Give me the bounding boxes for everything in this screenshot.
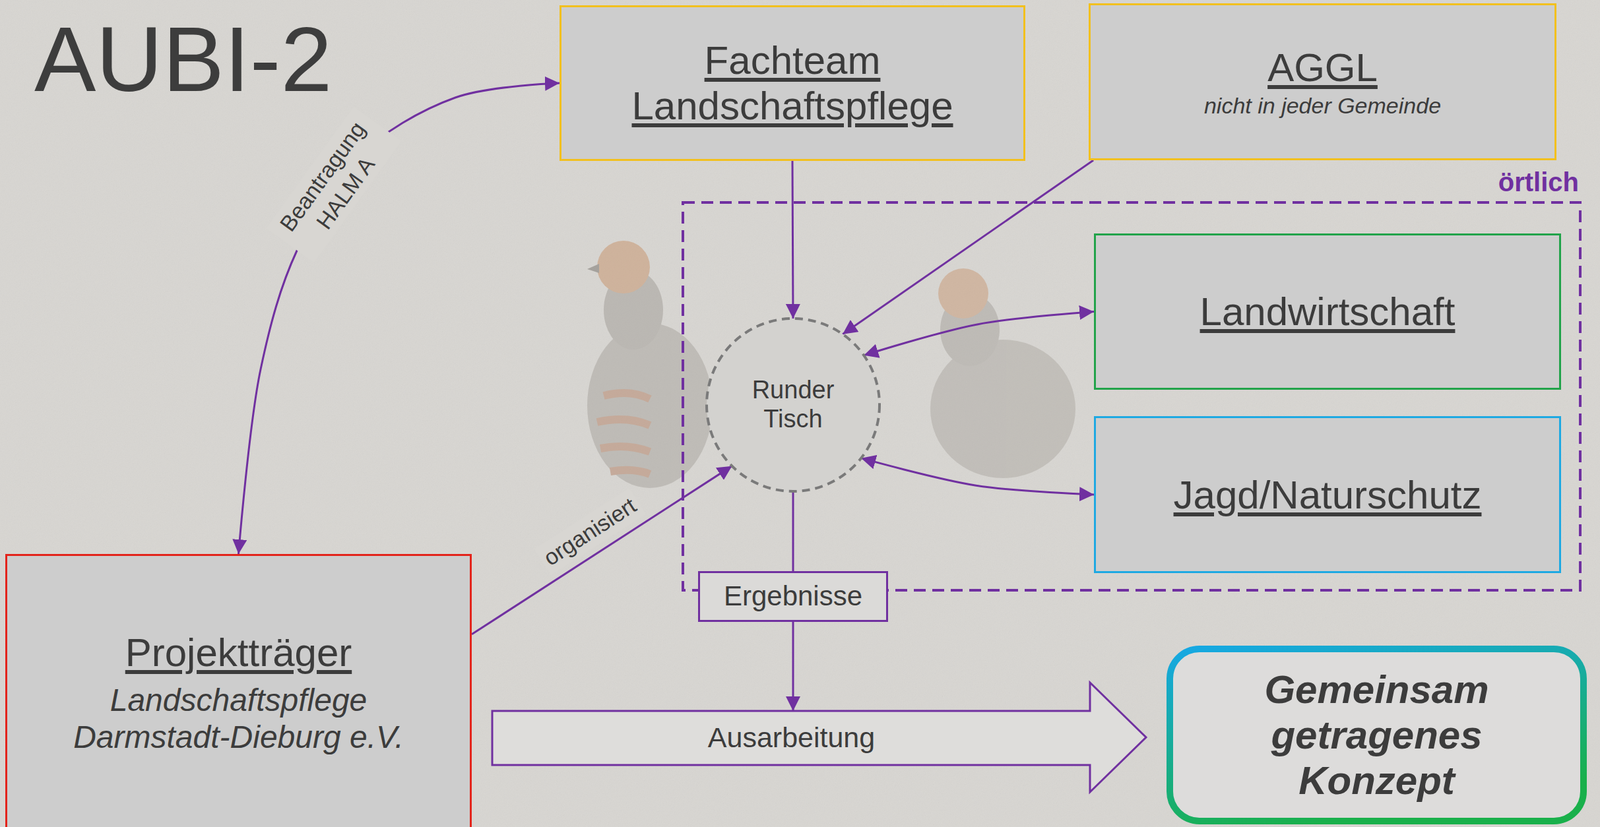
box-label: Ergebnisse [723,580,863,613]
node-content: Fachteam Landschaftspflege [561,7,1024,160]
process-arrow: Ausarbeitung [490,681,1149,794]
concept-outline [1169,649,1584,822]
connector [792,622,795,712]
arrow-outline [492,682,1147,793]
round-table-circle: Runder Tisch [705,317,881,493]
concept-label: Gemeinsam getragenes Konzept [1235,667,1519,804]
concept-box: Gemeinsam getragenes Konzept [1166,645,1587,825]
bird-body [587,323,713,489]
box-title: Landwirtschaft [1200,288,1456,335]
bird-beak [587,263,600,274]
region-label: örtlich [1498,166,1579,198]
connector [238,83,561,555]
node-content: Jagd/Naturschutz [1095,418,1560,572]
bird-head [597,240,650,294]
box-title: Projektträger [125,630,352,676]
box-subtitle: Landschaftspflege Darmstadt-Dieburg e.V. [40,682,437,755]
box-title: Jagd/Naturschutz [1173,472,1482,518]
bird-body [930,339,1076,479]
node-content: Landwirtschaft [1095,235,1560,388]
partridge [930,268,1076,479]
node-content: Runder Tisch [705,317,881,493]
result-box: Ergebnisse [698,571,889,623]
node-content: Ausarbeitung [490,681,1149,794]
stakeholder-box: Jagd/Naturschutz [1093,416,1562,574]
process-box: AGGLnicht in jeder Gemeinde [1088,3,1557,161]
bird-head [938,268,989,319]
sponsor-box: ProjektträgerLandschaftspflege Darmstadt… [5,554,472,827]
connector [471,466,732,635]
connector [863,312,1094,356]
connector [792,491,795,572]
connector [861,458,1094,495]
circle-outline [706,318,880,492]
connector [792,160,794,319]
circle-label: Runder Tisch [736,376,850,434]
connector [842,160,1094,335]
arrow-label: Ausarbeitung [707,721,875,755]
node-content: Ergebnisse [700,573,887,621]
node-content: Gemeinsam getragenes Konzept [1166,645,1587,825]
stakeholder-box: Landwirtschaft [1093,233,1562,390]
box-title: AGGL [1267,44,1378,91]
partridge [587,240,713,489]
title: AUBI-2 [34,13,332,106]
process-box: Fachteam Landschaftspflege [559,5,1026,161]
bird-bars [597,393,650,475]
box-title: Fachteam Landschaftspflege [594,37,991,129]
box-note: nicht in jeder Gemeinde [1204,93,1441,119]
region-outline [682,202,1581,591]
region-frame: örtlichRunder TischLandwirtschaftJagd/Na… [681,201,1582,592]
node-content: AGGLnicht in jeder Gemeinde [1090,5,1555,159]
node-content: ProjektträgerLandschaftspflege Darmstadt… [7,556,470,827]
